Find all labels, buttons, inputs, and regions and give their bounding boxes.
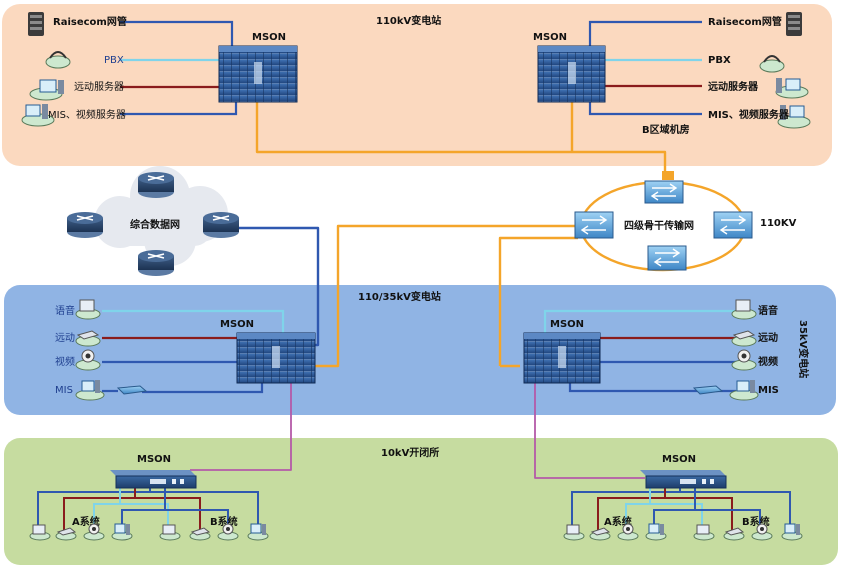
ml-item-3: MIS	[55, 385, 73, 396]
telecontrol-terminal-icon	[75, 330, 101, 347]
telecontrol-terminal-icon	[55, 527, 77, 541]
ring-switch-left[interactable]	[574, 211, 614, 239]
workstation-icon	[781, 523, 803, 541]
tr-item-2: 远动服务器	[708, 80, 759, 93]
zone-side-35kv-title: 35kV变电站	[797, 320, 810, 378]
voice-terminal-icon	[29, 524, 51, 541]
voice-terminal-icon	[731, 299, 757, 320]
backbone-link-mid-right	[498, 236, 578, 368]
mr-item-3: MIS	[758, 385, 779, 396]
pink-link-right	[534, 383, 645, 479]
mson-mid-right-label: MSON	[550, 319, 584, 330]
router-icon	[67, 212, 103, 238]
server-icon	[28, 12, 44, 36]
terminal-group-bl	[29, 523, 269, 541]
mson-mid-left[interactable]	[236, 332, 316, 384]
mson-bottom-right-label: MSON	[662, 454, 696, 465]
router-icon	[203, 212, 239, 238]
mson-mid-right[interactable]	[523, 332, 601, 384]
mson-top-right[interactable]	[537, 45, 606, 103]
telecontrol-terminal-icon	[723, 527, 745, 541]
ml-item-2: 视频	[55, 355, 75, 368]
tr-item-1: PBX	[708, 55, 731, 66]
ring-switch-bottom[interactable]	[647, 245, 687, 271]
router-icon	[138, 172, 174, 198]
voice-terminal-icon	[693, 524, 715, 541]
zone-110-35kv-substation	[4, 285, 836, 415]
zone-top-title: 110kV变电站	[376, 14, 441, 27]
ring-switch-right[interactable]	[713, 211, 753, 239]
ml-item-0: 语音	[55, 304, 75, 317]
backbone-link-top	[255, 102, 667, 178]
mson-top-left-label: MSON	[252, 32, 286, 43]
phone-icon	[45, 51, 71, 69]
telecontrol-terminal-icon	[589, 527, 611, 541]
workstation-icon	[777, 105, 811, 129]
mson-top-right-label: MSON	[533, 32, 567, 43]
mson-top-left[interactable]	[218, 45, 298, 103]
switch-icon	[116, 385, 148, 395]
voice-terminal-icon	[159, 524, 181, 541]
workstation-icon	[247, 523, 269, 541]
tl-item-2: 远动服务器	[74, 80, 124, 93]
camera-icon	[617, 523, 639, 541]
voice-terminal-icon	[75, 299, 101, 320]
mson-bottom-left-label: MSON	[137, 454, 171, 465]
camera-icon	[731, 349, 757, 371]
voice-terminal-icon	[563, 524, 585, 541]
tl-item-0: Raisecom网管	[53, 15, 127, 28]
ring-switch-top[interactable]	[644, 171, 684, 204]
workstation-icon	[775, 78, 809, 99]
ml-item-1: 远动	[55, 332, 75, 344]
zone-middle-title: 110/35kV变电站	[358, 290, 441, 303]
telecontrol-terminal-icon	[731, 330, 757, 347]
tl-item-3: MIS、视频服务器	[48, 108, 126, 121]
cloud-label: 综合数据网	[130, 218, 180, 231]
switch-icon	[692, 385, 724, 395]
mr-item-0: 语音	[758, 304, 778, 317]
workstation-icon	[111, 523, 133, 541]
mson-bottom-right[interactable]	[640, 470, 727, 489]
tr-item-0: Raisecom网管	[708, 15, 782, 28]
server-icon	[786, 12, 802, 36]
workstation-icon	[645, 523, 667, 541]
workstation-icon	[21, 104, 55, 127]
telecontrol-terminal-icon	[189, 527, 211, 541]
camera-icon	[217, 523, 239, 541]
ring-voltage: 110KV	[760, 218, 797, 229]
router-icon	[138, 250, 174, 276]
tr-item-3: MIS、视频服务器	[708, 108, 790, 121]
backbone-link-mid-left	[315, 224, 578, 368]
ring-label: 四级骨干传输网	[624, 219, 694, 232]
camera-icon	[75, 349, 101, 371]
camera-icon	[751, 523, 773, 541]
mson-mid-left-label: MSON	[220, 319, 254, 330]
pink-link-left	[190, 383, 292, 471]
workstation-icon	[29, 79, 64, 101]
tl-item-1: PBX	[104, 55, 124, 66]
data-network-link	[236, 226, 320, 347]
workstation-icon	[729, 380, 759, 401]
workstation-icon	[75, 380, 105, 401]
tr-room-label: B区域机房	[642, 123, 690, 136]
zone-bottom-title: 10kV开闭所	[381, 446, 439, 459]
mr-item-2: 视频	[758, 355, 778, 368]
mr-item-1: 远动	[758, 331, 778, 344]
camera-icon	[83, 523, 105, 541]
phone-icon	[759, 55, 785, 73]
zone-110kv-substation	[2, 4, 832, 166]
mson-bottom-left[interactable]	[110, 470, 197, 489]
terminal-group-br	[563, 523, 803, 541]
